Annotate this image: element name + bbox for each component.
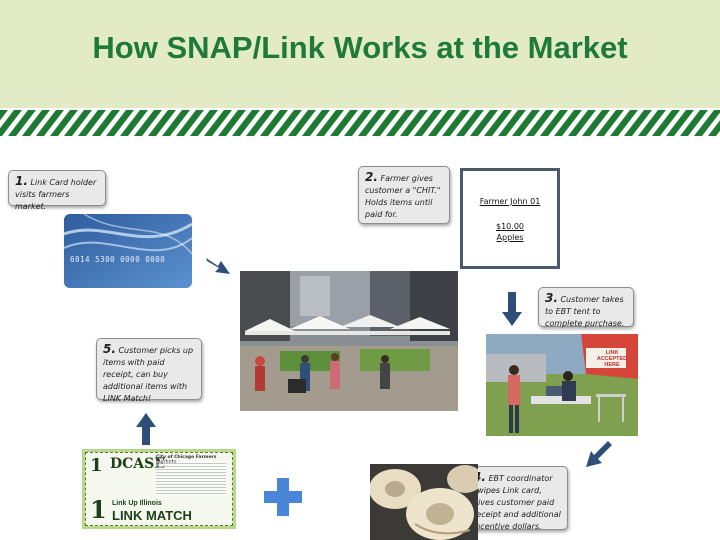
stripe [680, 110, 708, 136]
step-5-text: Customer picks up items with paid receip… [103, 346, 194, 403]
step-3-number: 3. [545, 291, 558, 305]
stripe [274, 110, 302, 136]
credit-card-icon [64, 214, 192, 288]
market-photo [240, 271, 458, 411]
stripe [50, 110, 78, 136]
stripe [442, 110, 470, 136]
step-2-number: 2. [365, 170, 378, 184]
step-1-number: 1. [15, 174, 28, 188]
coupon-digit-bottom: 1 [90, 495, 107, 524]
stripe [288, 110, 316, 136]
stripe [456, 110, 484, 136]
stripe [162, 110, 190, 136]
stripe [134, 110, 162, 136]
stripe [344, 110, 372, 136]
stripe [330, 110, 358, 136]
stripe [176, 110, 204, 136]
coupon-digit-top: 1 [90, 455, 103, 476]
stripe [596, 110, 624, 136]
stripe [120, 110, 148, 136]
stripe [666, 110, 694, 136]
stripe [218, 110, 246, 136]
coupon-org: DCASE [110, 456, 165, 472]
arrow-icon [206, 258, 230, 274]
stripe [22, 110, 50, 136]
stripe [64, 110, 92, 136]
stripe [204, 110, 232, 136]
stripe [232, 110, 260, 136]
stripe [568, 110, 596, 136]
chit-ticket: Farmer John 01 $10.00 Apples [460, 168, 560, 269]
stripe [610, 110, 638, 136]
stripe [0, 110, 22, 136]
stripe [302, 110, 330, 136]
receipt-rolls-photo [370, 464, 478, 540]
stripe [554, 110, 582, 136]
step-4-note: 4. EBT coordinator swipes Link card, giv… [466, 466, 568, 531]
stripe [428, 110, 456, 136]
stripe [358, 110, 386, 136]
page-title: How SNAP/Link Works at the Market [92, 30, 628, 65]
stripe [78, 110, 106, 136]
stripe [8, 110, 36, 136]
step-1-note: 1. Link Card holder visits farmers marke… [8, 170, 106, 211]
step-5-number: 5. [103, 342, 116, 356]
stripe [190, 110, 218, 136]
plus-icon [264, 478, 302, 516]
coupon-fine-print [156, 461, 226, 495]
step-5-note: 5. Customer picks up items with paid rec… [96, 338, 202, 403]
stripe [694, 110, 720, 136]
step-2-note: 2. Farmer gives customer a "CHIT." Holds… [358, 166, 450, 224]
stripe [386, 110, 414, 136]
arrow-icon [502, 292, 522, 326]
stripe [400, 110, 428, 136]
stripe [414, 110, 442, 136]
stripe [260, 110, 288, 136]
link-card-image: 6014 5300 0000 0000 [64, 214, 192, 288]
ticket-amount: $10.00 [496, 222, 524, 231]
stripe [624, 110, 652, 136]
coupon-brand-big: LINK MATCH [112, 508, 192, 523]
step-3-text: Customer takes to EBT tent to complete p… [545, 295, 625, 328]
link-match-coupon: 1 DCASE City of Chicago Farmers Markets … [82, 449, 236, 529]
stripe [638, 110, 666, 136]
step-2-text: Farmer gives customer a "CHIT." Holds it… [365, 174, 441, 219]
header-band [0, 0, 720, 108]
step-4-text: EBT coordinator swipes Link card, gives … [473, 474, 561, 531]
stripe [36, 110, 64, 136]
stripe [484, 110, 512, 136]
arrow-icon [136, 413, 156, 445]
stripe [92, 110, 120, 136]
coupon-brand-small: Link Up Illinois [112, 500, 162, 507]
stripe [470, 110, 498, 136]
decorative-stripe-band [0, 108, 720, 138]
stripe [246, 110, 274, 136]
stripe [498, 110, 526, 136]
step-3-note: 3. Customer takes to EBT tent to complet… [538, 287, 634, 328]
stripe [540, 110, 568, 136]
stripe [652, 110, 680, 136]
stripe [372, 110, 400, 136]
stripe [106, 110, 134, 136]
stripe [512, 110, 540, 136]
stripe [316, 110, 344, 136]
ebt-tent-photo: LINK ACCEPTED HERE [486, 334, 638, 436]
ticket-item: Apples [496, 233, 524, 242]
stripe [526, 110, 554, 136]
card-number: 6014 5300 0000 0000 [70, 255, 166, 264]
ticket-farmer: Farmer John 01 [479, 197, 541, 206]
stripe [148, 110, 176, 136]
step-1-text: Link Card holder visits farmers market. [15, 178, 97, 211]
stripe [582, 110, 610, 136]
arrow-icon [586, 441, 612, 467]
tent-sign: LINK ACCEPTED HERE [596, 350, 628, 368]
